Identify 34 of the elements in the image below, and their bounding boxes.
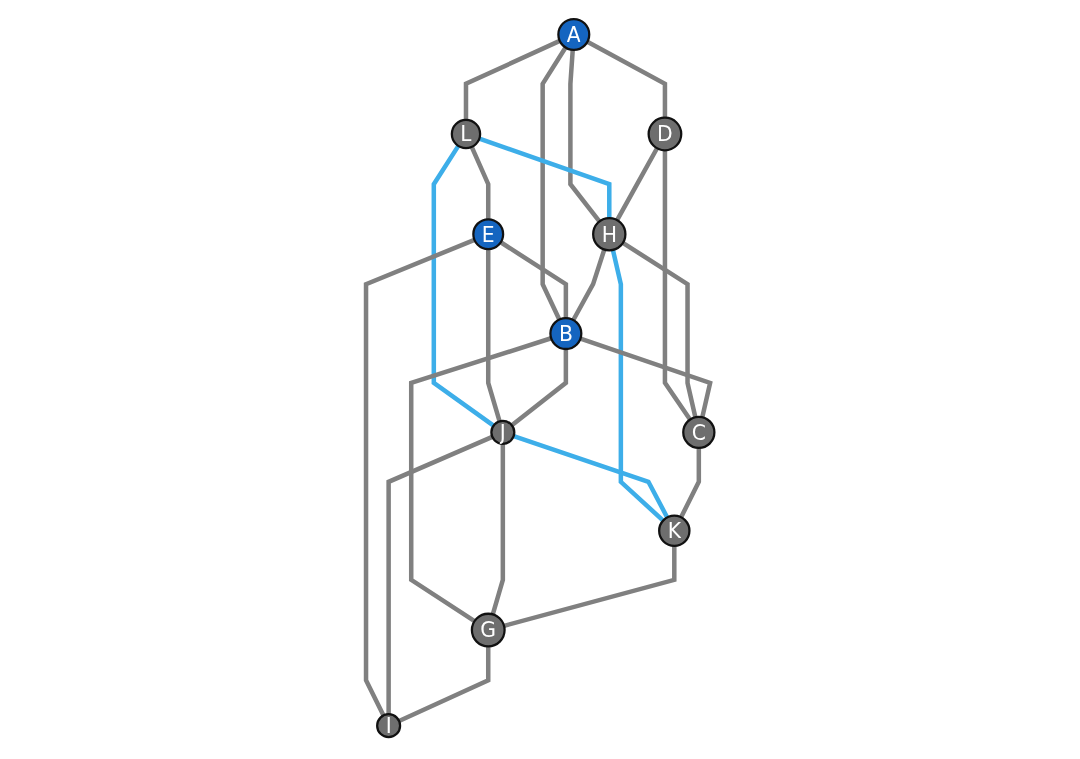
connector xyxy=(510,348,568,427)
node-circle: E xyxy=(472,217,505,250)
connector xyxy=(662,149,692,421)
connector xyxy=(463,38,561,120)
connector xyxy=(540,45,568,320)
connector xyxy=(363,237,476,716)
connector xyxy=(567,49,601,223)
connector xyxy=(485,248,502,422)
node-circle: K xyxy=(657,514,691,547)
connector xyxy=(614,146,659,221)
connector xyxy=(610,248,665,522)
connector xyxy=(678,447,701,518)
connector xyxy=(431,144,495,427)
node-circle: I xyxy=(375,712,401,738)
connector xyxy=(621,240,698,418)
connector xyxy=(499,239,568,318)
connector xyxy=(478,136,612,218)
connector xyxy=(503,545,677,628)
node-circle: A xyxy=(557,17,591,51)
node-circle: B xyxy=(549,316,583,350)
connector xyxy=(512,433,669,518)
connector xyxy=(397,645,491,723)
connector xyxy=(408,335,552,623)
connector xyxy=(586,39,667,118)
node-circle: D xyxy=(647,116,683,151)
connector xyxy=(386,434,493,714)
connector xyxy=(469,145,491,219)
connector xyxy=(571,248,607,321)
connector xyxy=(490,443,505,615)
node-circle: L xyxy=(450,118,482,149)
node-circle: C xyxy=(681,415,716,449)
node-circle: H xyxy=(591,216,627,251)
node-circle: G xyxy=(470,612,506,648)
connector xyxy=(579,335,713,418)
